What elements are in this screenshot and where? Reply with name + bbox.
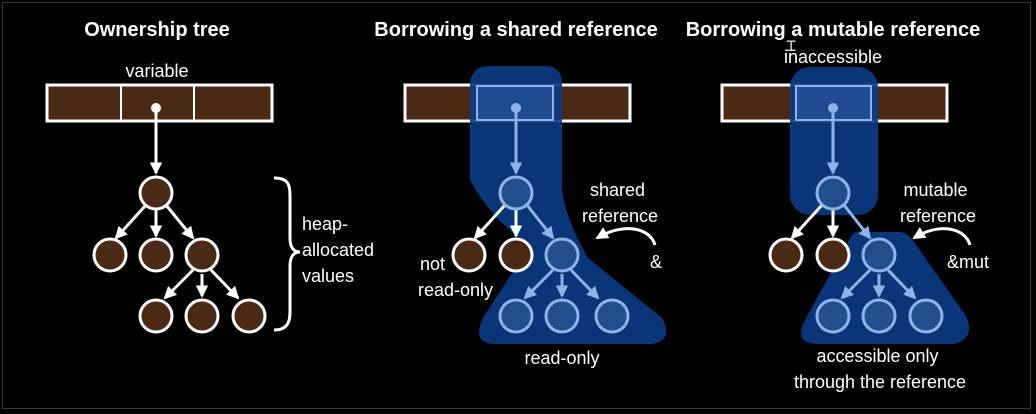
ownership-arrows	[114, 110, 240, 300]
tree-node	[184, 237, 220, 273]
tree-node	[815, 237, 851, 273]
heap-brace	[273, 176, 301, 332]
tree-node	[768, 237, 804, 273]
tree-node	[138, 237, 174, 273]
variable-label: variable	[125, 61, 188, 81]
tree-node	[544, 298, 580, 334]
mutable-arrows	[790, 110, 917, 300]
inaccessible-label: inaccessible	[784, 47, 882, 67]
readonly-highlight-region	[470, 66, 667, 344]
tree-node	[908, 298, 944, 334]
tree-node	[231, 298, 267, 334]
shared-reference-label: shared reference	[582, 180, 658, 226]
mutable-reference-symbol: &mut	[947, 252, 989, 272]
tree-node	[184, 298, 220, 334]
mutable-nodes	[768, 175, 944, 334]
tree-node	[815, 298, 851, 334]
not-readonly-label: not read-only	[418, 254, 493, 300]
shared-reference-symbol: &	[650, 252, 662, 272]
variable-bar	[45, 83, 274, 123]
panel-title: Ownership tree	[84, 19, 230, 41]
accessible-only-label: accessible only through the reference	[794, 346, 966, 392]
readonly-label: read-only	[524, 348, 599, 368]
panel-ownership-tree: Ownership tree variable	[45, 19, 379, 334]
heap-nodes	[92, 175, 267, 334]
pointer-dot	[151, 103, 161, 113]
tree-node	[92, 237, 128, 273]
pointer-dot	[511, 103, 521, 113]
panel-shared-reference: Borrowing a shared reference	[374, 19, 667, 368]
panel-title: Borrowing a mutable reference	[686, 19, 981, 41]
tree-node	[498, 298, 534, 334]
pointer-dot	[828, 103, 838, 113]
tree-node	[138, 175, 174, 211]
tree-node	[498, 175, 534, 211]
text-cursor-icon: ⌶	[786, 36, 797, 56]
tree-node	[498, 237, 534, 273]
panel-mutable-reference: Borrowing a mutable reference	[686, 19, 989, 392]
tree-node	[815, 175, 851, 211]
tree-node	[861, 298, 897, 334]
heap-label: heap- allocated values	[302, 214, 379, 286]
shared-nodes	[451, 175, 630, 334]
tree-node	[138, 298, 174, 334]
reference-arrow	[912, 227, 972, 246]
tree-node	[861, 237, 897, 273]
tree-node	[451, 237, 487, 273]
reference-arrow	[595, 227, 657, 246]
mutable-reference-label: mutable reference	[900, 180, 976, 226]
tree-node	[594, 298, 630, 334]
tree-node	[544, 237, 580, 273]
panel-title: Borrowing a shared reference	[374, 19, 657, 41]
owner-cell	[795, 85, 872, 121]
shared-arrows	[473, 110, 600, 300]
